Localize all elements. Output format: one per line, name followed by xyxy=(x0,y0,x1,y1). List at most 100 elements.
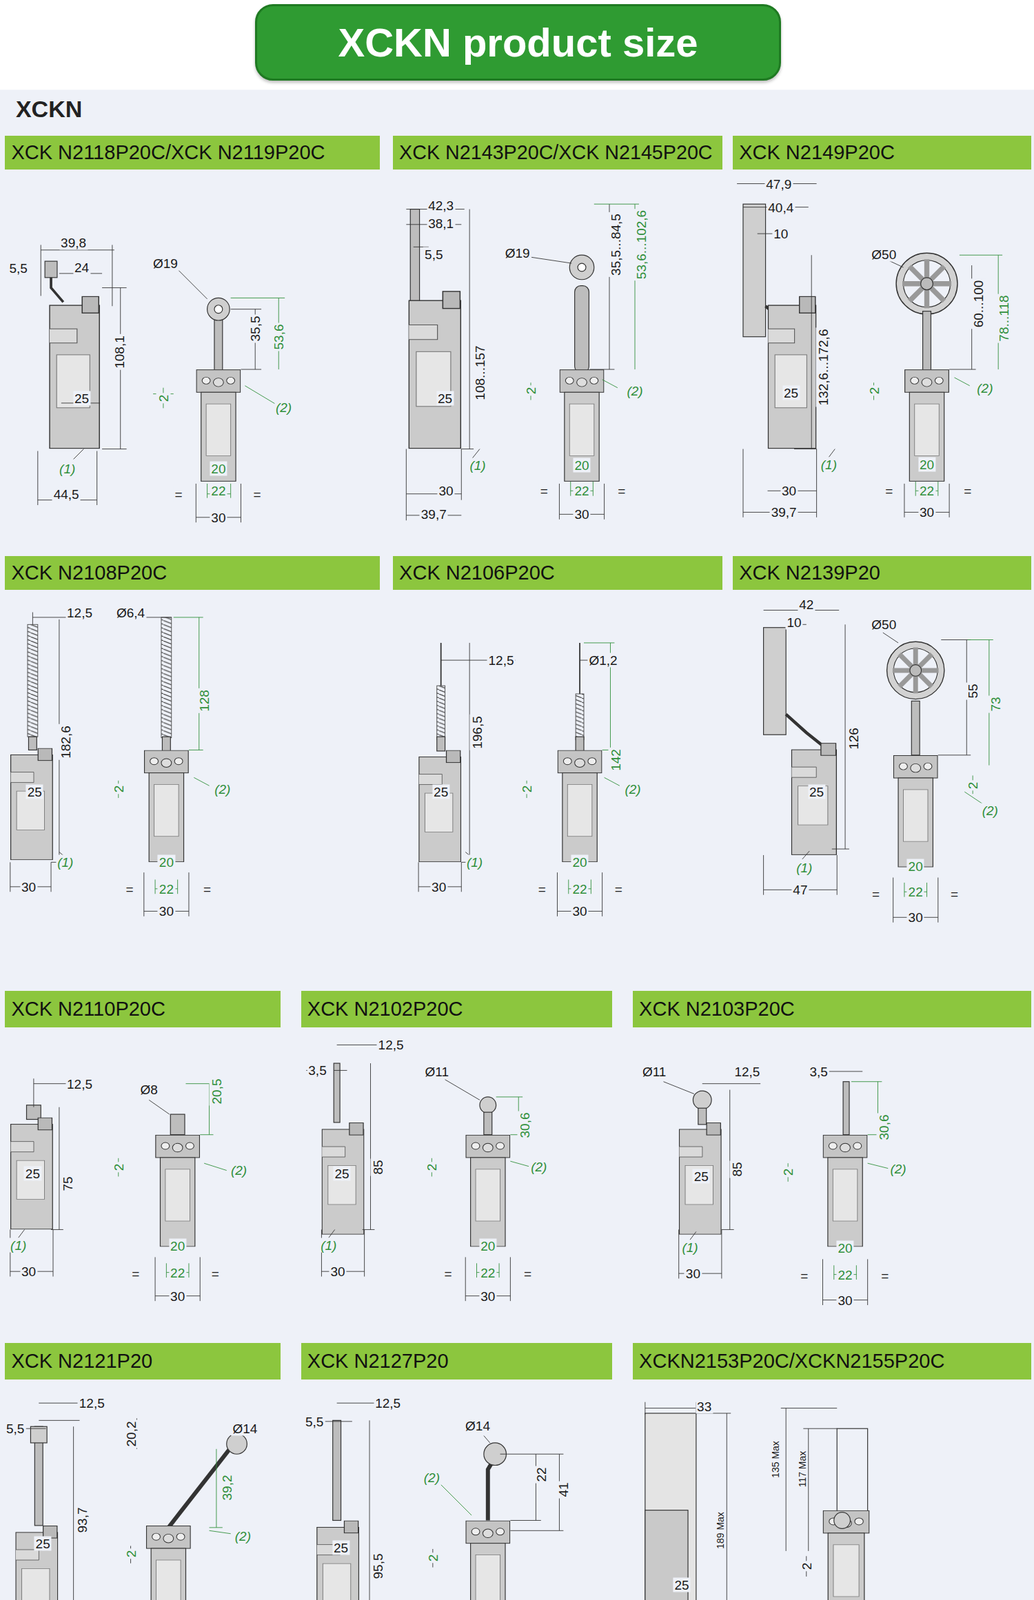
switch-r2a-part xyxy=(27,624,38,737)
dimension: 128 xyxy=(197,688,212,714)
dimension: 75 xyxy=(59,1175,75,1193)
callout-number: (1) xyxy=(465,855,484,870)
switch-r1b-part xyxy=(577,263,586,272)
switch-r3c-part xyxy=(698,1108,707,1125)
dimension: Ø6,4 xyxy=(115,605,147,620)
title-text: XCKN product size xyxy=(337,19,698,66)
switch-r2b-part xyxy=(419,750,462,863)
dimension: 126 xyxy=(845,726,861,752)
dimension: 38,1 xyxy=(426,216,455,231)
callout-number: (2) xyxy=(888,1161,908,1177)
dimension: 20 xyxy=(836,1241,855,1256)
dimension: 30 xyxy=(571,904,589,919)
switch-r2b xyxy=(418,643,620,917)
switch-r3a-part xyxy=(118,1084,227,1279)
switch-r4b-part xyxy=(488,1460,495,1522)
dimension: Ø14 xyxy=(463,1418,492,1434)
dimension: 20 xyxy=(907,859,925,875)
switch-r3b xyxy=(306,1045,529,1302)
model-name: XCK N2121P20 xyxy=(4,1350,153,1374)
model-name: XCK N2118P20C/XCK N2119P20C xyxy=(4,141,325,165)
dimension: 25 xyxy=(436,390,454,406)
dimension: = xyxy=(130,1266,141,1282)
background-part xyxy=(0,89,1034,1600)
dimension: 25 xyxy=(333,1166,351,1181)
switch-r3b-part xyxy=(483,1112,493,1136)
switch-r3a-part xyxy=(10,1078,200,1302)
dimension: 85 xyxy=(370,1158,385,1177)
callout-number: (2) xyxy=(623,781,642,797)
dimension: 55 xyxy=(965,682,981,700)
dimension: 95,5 xyxy=(370,1553,385,1582)
dimension: 40,4 xyxy=(766,199,795,215)
switch-r2b-part xyxy=(440,643,442,686)
switch-r3b-part xyxy=(306,1045,511,1302)
dimension: = xyxy=(210,1266,221,1282)
switch-r3b-part xyxy=(479,1097,497,1114)
dimension: 3,5 xyxy=(807,1064,829,1079)
dimension: 42,3 xyxy=(426,197,455,213)
dimension: 33 xyxy=(695,1399,713,1414)
callout-number: (1) xyxy=(319,1238,338,1253)
dimension: 22 xyxy=(479,1265,497,1281)
dimension: 30 xyxy=(437,483,455,499)
dimension: 12,5 xyxy=(732,1064,762,1079)
callout-number: (2) xyxy=(274,399,293,415)
callout-number: (1) xyxy=(794,860,814,875)
dimension: = xyxy=(883,483,895,499)
dimension: 20,2 xyxy=(123,1420,138,1449)
switch-r3b-part xyxy=(465,1135,511,1248)
model-name: XCK N2139P20 xyxy=(732,561,881,585)
dimension: 12,5 xyxy=(65,1076,94,1092)
switch-r2a-part xyxy=(144,750,189,863)
switch-r3c-part xyxy=(823,1135,868,1248)
dimension: 25 xyxy=(34,1537,52,1552)
model-header-band: XCK N2118P20C/XCK N2119P20C xyxy=(4,135,380,170)
switch-r1c-part xyxy=(896,252,958,315)
switch-r2c-part xyxy=(763,627,787,735)
dimension: 30 xyxy=(209,510,227,525)
dimension: 30 xyxy=(918,505,936,520)
switch-r1c-part xyxy=(767,296,816,449)
dimension: 2 xyxy=(781,1167,796,1179)
switch-r1b-part xyxy=(559,370,604,482)
switch-r1a xyxy=(37,244,285,523)
callout-number: (1) xyxy=(57,461,77,476)
switch-r3b-part xyxy=(321,1123,364,1236)
dimension: 20,5 xyxy=(208,1078,224,1107)
model-name: XCK N2127P20 xyxy=(301,1350,449,1374)
dimension: 22 xyxy=(168,1265,187,1281)
dimension: 20 xyxy=(479,1239,497,1254)
switch-r3c-part xyxy=(843,1082,850,1136)
dimension: 108...157 xyxy=(472,343,488,402)
dimension: = xyxy=(124,881,136,897)
dimension: 20 xyxy=(572,458,591,473)
dimension: Ø19 xyxy=(151,256,180,271)
dimension: 12,5 xyxy=(487,653,516,668)
dimension: 5,5 xyxy=(303,1414,325,1429)
switch-r3a-part xyxy=(26,1105,41,1121)
switch-r3c-part xyxy=(663,1071,868,1306)
dimension: = xyxy=(201,881,213,897)
dimension: 30 xyxy=(19,879,38,895)
switch-r2a-part xyxy=(28,736,37,750)
dimension: Ø50 xyxy=(869,617,898,633)
dimension: = xyxy=(616,483,627,499)
dimension: 117 Max xyxy=(796,1450,808,1490)
model-name: XCK N2103P20C xyxy=(632,998,795,1021)
switch-r2b-part xyxy=(575,736,584,752)
dimension: 30,6 xyxy=(517,1111,533,1141)
callout-number: (2) xyxy=(233,1528,253,1544)
switch-r4b-part xyxy=(332,1420,342,1521)
dimension: 142 xyxy=(607,747,623,773)
dimension: 25 xyxy=(332,1541,350,1556)
switch-r2a-part xyxy=(161,617,172,739)
callout-number: (2) xyxy=(975,380,995,395)
dimension: 22 xyxy=(571,881,589,897)
dimension: 44,5 xyxy=(52,486,81,502)
switch-r4b-part xyxy=(324,1403,564,1600)
dimension: 30 xyxy=(780,483,798,499)
switch-r4c-part xyxy=(645,1402,837,1600)
switch-r4b-part xyxy=(441,1485,472,1516)
